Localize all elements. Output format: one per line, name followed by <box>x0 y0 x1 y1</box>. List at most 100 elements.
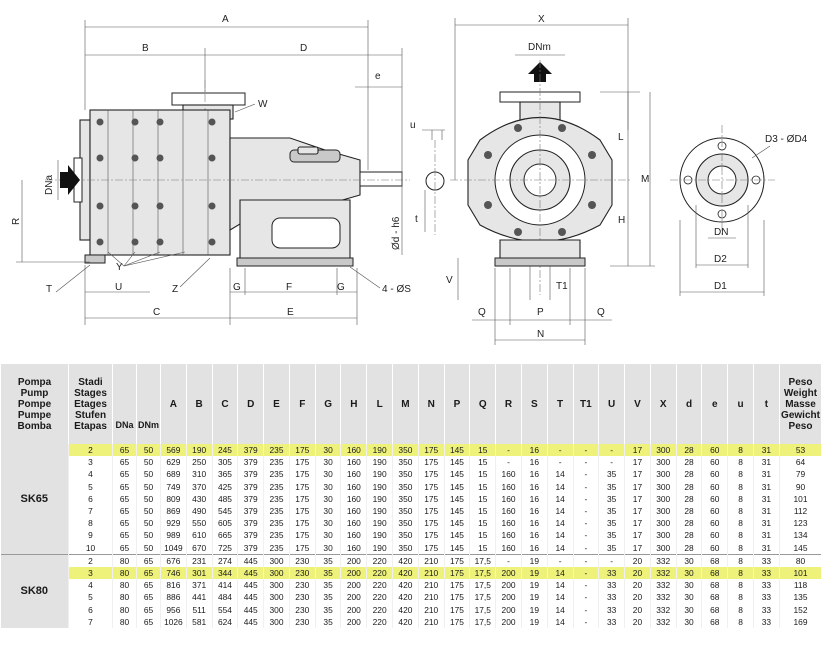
header-col-a: A <box>160 364 187 444</box>
value-cell: 160 <box>340 492 367 506</box>
value-cell: 112 <box>778 505 821 518</box>
value-cell: - <box>598 444 625 457</box>
value-cell: 65 <box>112 468 137 481</box>
value-cell: 235 <box>263 541 290 555</box>
value-cell: 344 <box>211 567 238 580</box>
pump-line: Pump <box>20 387 49 399</box>
stage-cell: 4 <box>68 468 113 481</box>
value-cell: 30 <box>675 603 702 616</box>
header-col-h: H <box>340 364 367 444</box>
value-cell: 20 <box>624 579 651 592</box>
value-cell: 624 <box>211 615 238 629</box>
value-cell: 160 <box>340 456 367 469</box>
value-cell: 175 <box>443 553 470 568</box>
value-cell: 31 <box>752 505 780 518</box>
value-cell: 160 <box>340 517 367 530</box>
value-cell: 68 <box>701 603 728 616</box>
value-cell: 332 <box>649 603 677 616</box>
value-cell: 17 <box>624 505 651 518</box>
value-cell: 28 <box>675 529 702 542</box>
value-cell: - <box>572 444 599 457</box>
value-cell: 160 <box>340 541 367 555</box>
header-col-t: t <box>752 364 780 444</box>
value-cell: 16 <box>520 468 548 481</box>
value-cell: 8 <box>727 492 754 506</box>
dim-T1: T1 <box>556 281 568 292</box>
value-cell: 33 <box>598 567 625 580</box>
value-cell: - <box>572 456 599 469</box>
value-cell: 50 <box>136 456 161 469</box>
value-cell: 14 <box>546 591 573 604</box>
value-cell: 379 <box>237 492 264 506</box>
value-cell: 379 <box>237 505 264 518</box>
value-cell: 30 <box>675 567 702 580</box>
value-cell: 175 <box>417 517 445 530</box>
dim-X: X <box>538 14 545 25</box>
value-cell: 35 <box>314 603 341 616</box>
value-cell: - <box>572 579 599 592</box>
value-cell: 30 <box>675 615 702 629</box>
value-cell: 30 <box>314 529 341 542</box>
value-cell: 101 <box>778 492 821 506</box>
value-cell: 17 <box>624 480 651 493</box>
value-cell: - <box>572 541 599 555</box>
value-cell: 175 <box>288 444 316 457</box>
value-cell: 235 <box>263 444 290 457</box>
value-cell: 14 <box>546 468 573 481</box>
value-cell: 19 <box>520 615 548 629</box>
value-cell: 152 <box>778 603 821 616</box>
value-cell: 30 <box>314 541 341 555</box>
value-cell: 14 <box>546 567 573 580</box>
label-Z: Z <box>172 284 178 295</box>
value-cell: 145 <box>443 480 470 493</box>
value-cell: 300 <box>649 529 677 542</box>
value-cell: 50 <box>136 444 161 457</box>
dim-P: P <box>537 307 544 318</box>
value-cell: 8 <box>727 553 754 568</box>
value-cell: 33 <box>598 615 625 629</box>
header-col-t: T <box>546 364 573 444</box>
value-cell: 235 <box>263 505 290 518</box>
value-cell: 17 <box>624 468 651 481</box>
value-cell: 17 <box>624 541 651 555</box>
value-cell: 17 <box>624 517 651 530</box>
value-cell: 210 <box>417 615 445 629</box>
value-cell: 28 <box>675 444 702 457</box>
value-cell: 350 <box>392 529 419 542</box>
value-cell: 220 <box>366 591 393 604</box>
value-cell: 956 <box>160 603 187 616</box>
value-cell: 350 <box>392 492 419 506</box>
value-cell: 200 <box>495 591 522 604</box>
value-cell: 160 <box>495 480 522 493</box>
header-col-dna: DNa <box>112 364 137 444</box>
value-cell: 68 <box>701 591 728 604</box>
value-cell: 300 <box>263 579 290 592</box>
value-cell: 300 <box>649 480 677 493</box>
value-cell: 175 <box>417 505 445 518</box>
value-cell: 35 <box>598 492 625 506</box>
value-cell: 8 <box>727 567 754 580</box>
value-cell: 332 <box>649 615 677 629</box>
value-cell: 14 <box>546 517 573 530</box>
value-cell: 300 <box>649 456 677 469</box>
weight-line: Peso <box>788 420 813 432</box>
value-cell: 65 <box>112 505 137 518</box>
stage-cell: 5 <box>68 480 113 493</box>
value-cell: 145 <box>443 456 470 469</box>
dim-Q-left: Q <box>478 307 486 318</box>
value-cell: 15 <box>469 529 496 542</box>
value-cell: 175 <box>288 480 316 493</box>
value-cell: 485 <box>211 492 238 506</box>
stage-cell: 8 <box>68 517 113 530</box>
value-cell: 554 <box>211 603 238 616</box>
value-cell: 14 <box>546 480 573 493</box>
value-cell: 28 <box>675 517 702 530</box>
value-cell: 35 <box>314 553 341 568</box>
value-cell: 160 <box>495 541 522 555</box>
dim-t: t <box>415 214 418 225</box>
value-cell: 160 <box>340 480 367 493</box>
value-cell: - <box>546 553 573 568</box>
